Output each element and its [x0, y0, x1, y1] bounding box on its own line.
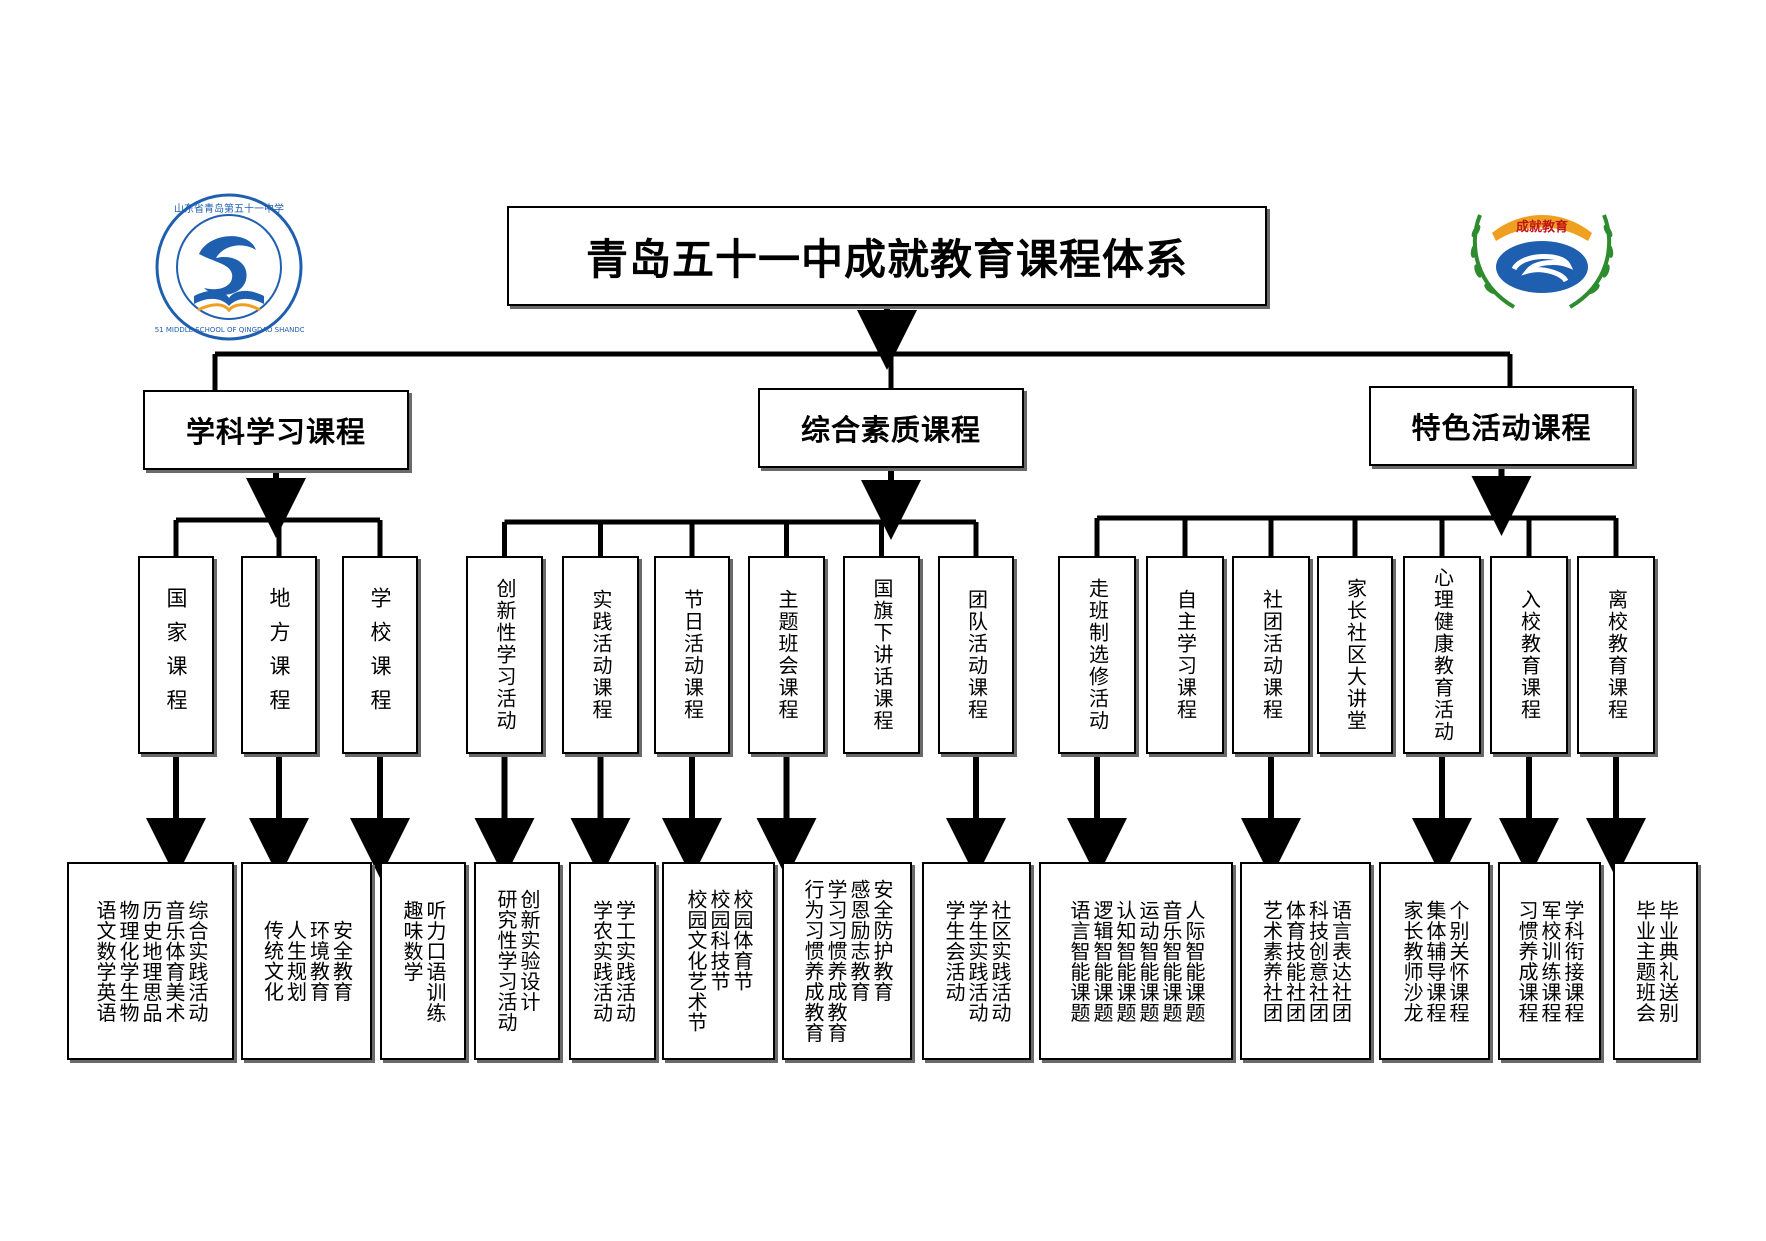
- diagram-title: 青岛五十一中成就教育课程体系: [585, 234, 1188, 284]
- detail-box: 学科衔接课程 军校训练课程 习惯养成课程: [1498, 862, 1601, 1060]
- detail-items: 人际智能课题 音乐智能课题 运动智能课题 认知智能课题 逻辑智能课题 语言智能课…: [1067, 899, 1206, 1023]
- title-box: 青岛五十一中成就教育课程体系: [507, 206, 1267, 306]
- subcategory-box: 国旗下讲话课程: [843, 556, 920, 754]
- school-logo-ring-text-en: NO.51 MIDDLE SCHOOL OF QINGDAO SHANDONG: [154, 326, 304, 334]
- subcategory-label: 自主学习课程: [1173, 589, 1198, 721]
- detail-box: 学工实践活动 学农实践活动: [569, 862, 656, 1060]
- detail-box: 综合实践活动 音乐体育美术 历史地理思品 物理化学生物 语文数学英语: [67, 862, 234, 1060]
- subcategory-box: 地方课程: [241, 556, 317, 754]
- subcategory-label: 地方课程: [267, 587, 292, 723]
- detail-box: 安全教育 环境教育 人生规划 传统文化: [241, 862, 372, 1060]
- subcategory-box: 离校教育课程: [1577, 556, 1655, 754]
- detail-items: 学科衔接课程 军校训练课程 习惯养成课程: [1515, 899, 1585, 1023]
- subcategory-box: 入校教育课程: [1490, 556, 1568, 754]
- subcategory-box: 走班制选修活动: [1058, 556, 1136, 754]
- subcategory-label: 节日活动课程: [680, 589, 705, 721]
- subcategory-box: 自主学习课程: [1146, 556, 1224, 754]
- category-box-1: 综合素质课程: [758, 388, 1024, 468]
- detail-items: 安全教育 环境教育 人生规划 传统文化: [260, 920, 354, 1002]
- detail-box: 校园体育节 校园科技节 校园文化艺术节: [662, 862, 775, 1060]
- detail-box: 语言表达社团 科技创意社团 体育技能社团 艺术素养社团: [1240, 862, 1371, 1060]
- subcategory-box: 实践活动课程: [562, 556, 639, 754]
- detail-items: 毕业典礼送别 毕业主题班会: [1632, 899, 1680, 1023]
- subcategory-box: 团队活动课程: [938, 556, 1014, 754]
- subcategory-box: 家长社区大讲堂: [1317, 556, 1393, 754]
- subcategory-label: 国家课程: [164, 587, 189, 723]
- detail-box: 个别关怀课程 集体辅导课程 家长教师沙龙: [1379, 862, 1490, 1060]
- detail-items: 个别关怀课程 集体辅导课程 家长教师沙龙: [1400, 899, 1470, 1023]
- school-logo-ring-text: 山东省青岛第五十一中学: [174, 202, 284, 215]
- subcategory-box: 创新性学习活动: [466, 556, 543, 754]
- subcategory-box: 节日活动课程: [654, 556, 730, 754]
- category-box-2: 特色活动课程: [1369, 386, 1634, 466]
- category-label: 综合素质课程: [800, 413, 981, 447]
- subcategory-label: 实践活动课程: [589, 589, 613, 721]
- subcategory-label: 离校教育课程: [1604, 589, 1629, 721]
- detail-items: 综合实践活动 音乐体育美术 历史地理思品 物理化学生物 语文数学英语: [93, 899, 209, 1023]
- detail-items: 安全防护教育 感恩励志教育 学习习惯养成教育 行为习惯养成教育: [801, 879, 894, 1043]
- subcategory-label: 国旗下讲话课程: [870, 578, 894, 732]
- achievement-education-logo-icon: 成就教育: [1470, 214, 1614, 309]
- subcategory-box: 学校课程: [342, 556, 418, 754]
- detail-items: 校园体育节 校园科技节 校园文化艺术节: [684, 889, 754, 1033]
- detail-box: 社区实践活动 学生实践活动 学生会活动: [922, 862, 1031, 1060]
- school-logo-icon: 山东省青岛第五十一中学 NO.51 MIDDLE SCHOOL OF QINGD…: [154, 193, 304, 341]
- detail-items: 学工实践活动 学农实践活动: [589, 899, 637, 1023]
- detail-items: 社区实践活动 学生实践活动 学生会活动: [942, 899, 1012, 1023]
- detail-box: 听力口语训练 趣味数学: [380, 862, 466, 1060]
- subcategory-label: 走班制选修活动: [1085, 578, 1110, 732]
- category-box-0: 学科学习课程: [143, 390, 409, 470]
- detail-items: 听力口语训练 趣味数学: [400, 899, 447, 1023]
- subcategory-label: 学校课程: [368, 587, 393, 723]
- category-label: 特色活动课程: [1411, 411, 1592, 445]
- subcategory-label: 家长社区大讲堂: [1343, 578, 1368, 732]
- subcategory-box: 心理健康教育活动: [1403, 556, 1481, 754]
- achievement-logo-banner-text: 成就教育: [1516, 219, 1568, 235]
- category-label: 学科学习课程: [185, 415, 366, 449]
- detail-box: 安全防护教育 感恩励志教育 学习习惯养成教育 行为习惯养成教育: [782, 862, 912, 1060]
- subcategory-box: 社团活动课程: [1232, 556, 1310, 754]
- subcategory-label: 团队活动课程: [964, 589, 989, 721]
- detail-box: 毕业典礼送别 毕业主题班会: [1613, 862, 1698, 1060]
- detail-box: 创新实验设计 研究性学习活动: [474, 862, 560, 1060]
- detail-items: 创新实验设计 研究性学习活动: [494, 889, 541, 1033]
- subcategory-box: 主题班会课程: [748, 556, 825, 754]
- subcategory-label: 主题班会课程: [775, 589, 799, 721]
- subcategory-label: 入校教育课程: [1517, 589, 1542, 721]
- subcategory-label: 社团活动课程: [1259, 589, 1284, 721]
- subcategory-label: 创新性学习活动: [493, 578, 517, 732]
- subcategory-label: 心理健康教育活动: [1430, 567, 1455, 743]
- detail-items: 语言表达社团 科技创意社团 体育技能社团 艺术素养社团: [1259, 899, 1353, 1023]
- detail-box: 人际智能课题 音乐智能课题 运动智能课题 认知智能课题 逻辑智能课题 语言智能课…: [1039, 862, 1233, 1060]
- subcategory-box: 国家课程: [138, 556, 214, 754]
